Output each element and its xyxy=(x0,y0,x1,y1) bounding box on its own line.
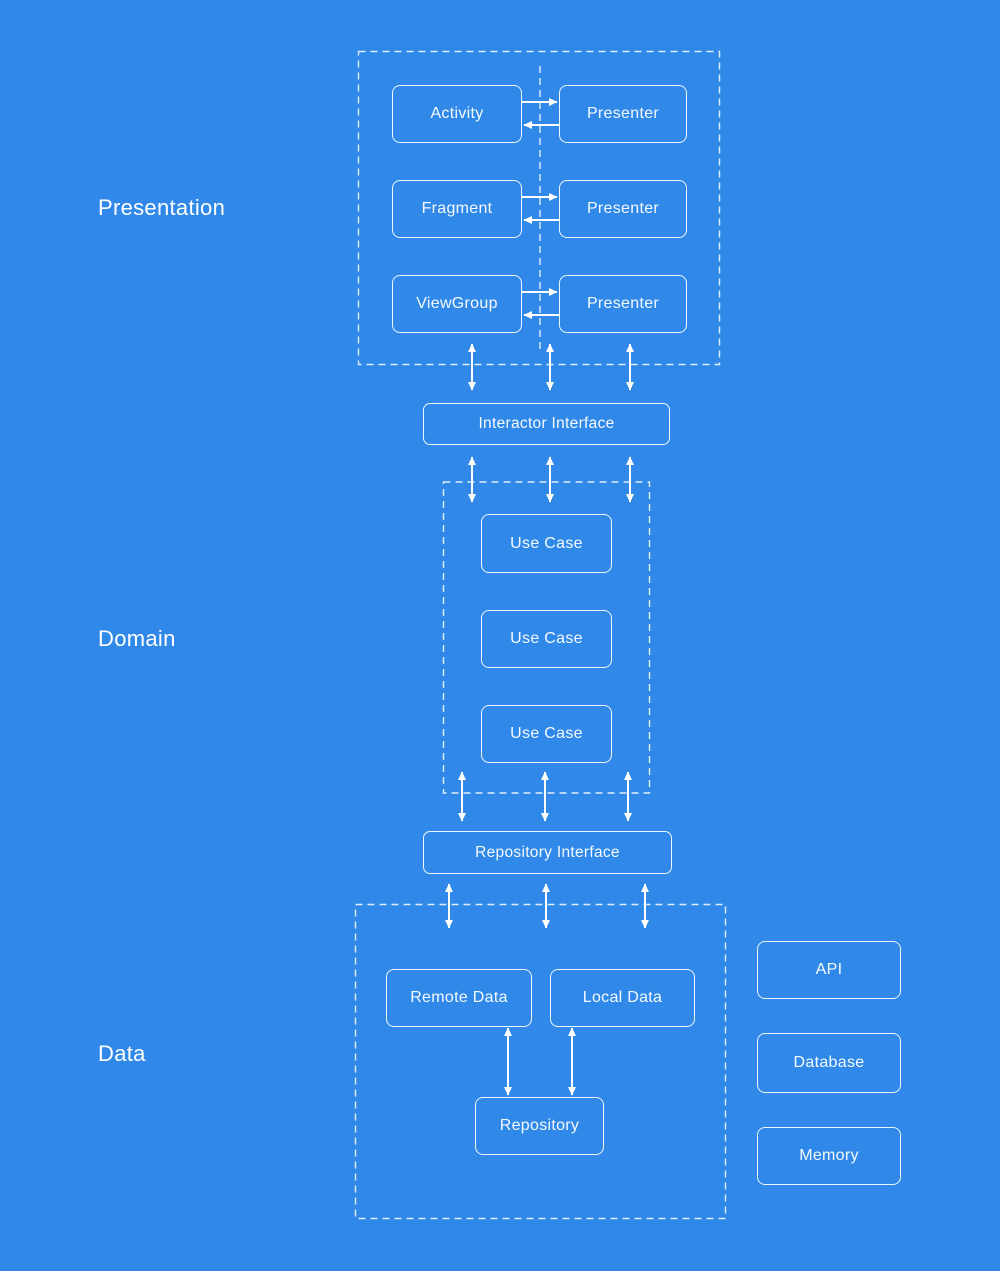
local-data-box: Local Data xyxy=(550,969,695,1027)
presenter-box-2: Presenter xyxy=(559,180,687,238)
interactor-interface-box: Interactor Interface xyxy=(423,403,670,445)
repository-interface-box: Repository Interface xyxy=(423,831,672,874)
presenter-box-3: Presenter xyxy=(559,275,687,333)
data-layer-boundary xyxy=(354,903,727,1220)
memory-box: Memory xyxy=(757,1127,901,1185)
use-case-box-1: Use Case xyxy=(481,514,612,573)
fragment-box: Fragment xyxy=(392,180,522,238)
activity-box: Activity xyxy=(392,85,522,143)
data-layer-label: Data xyxy=(98,1041,146,1066)
presentation-layer-boundary xyxy=(357,50,721,366)
api-box: API xyxy=(757,941,901,999)
domain-layer-label: Domain xyxy=(98,626,176,651)
viewgroup-box: ViewGroup xyxy=(392,275,522,333)
use-case-box-2: Use Case xyxy=(481,610,612,668)
use-case-box-3: Use Case xyxy=(481,705,612,763)
presenter-box-1: Presenter xyxy=(559,85,687,143)
presentation-layer-label: Presentation xyxy=(98,195,226,220)
remote-data-box: Remote Data xyxy=(386,969,532,1027)
database-box: Database xyxy=(757,1033,901,1093)
repository-box: Repository xyxy=(475,1097,604,1155)
